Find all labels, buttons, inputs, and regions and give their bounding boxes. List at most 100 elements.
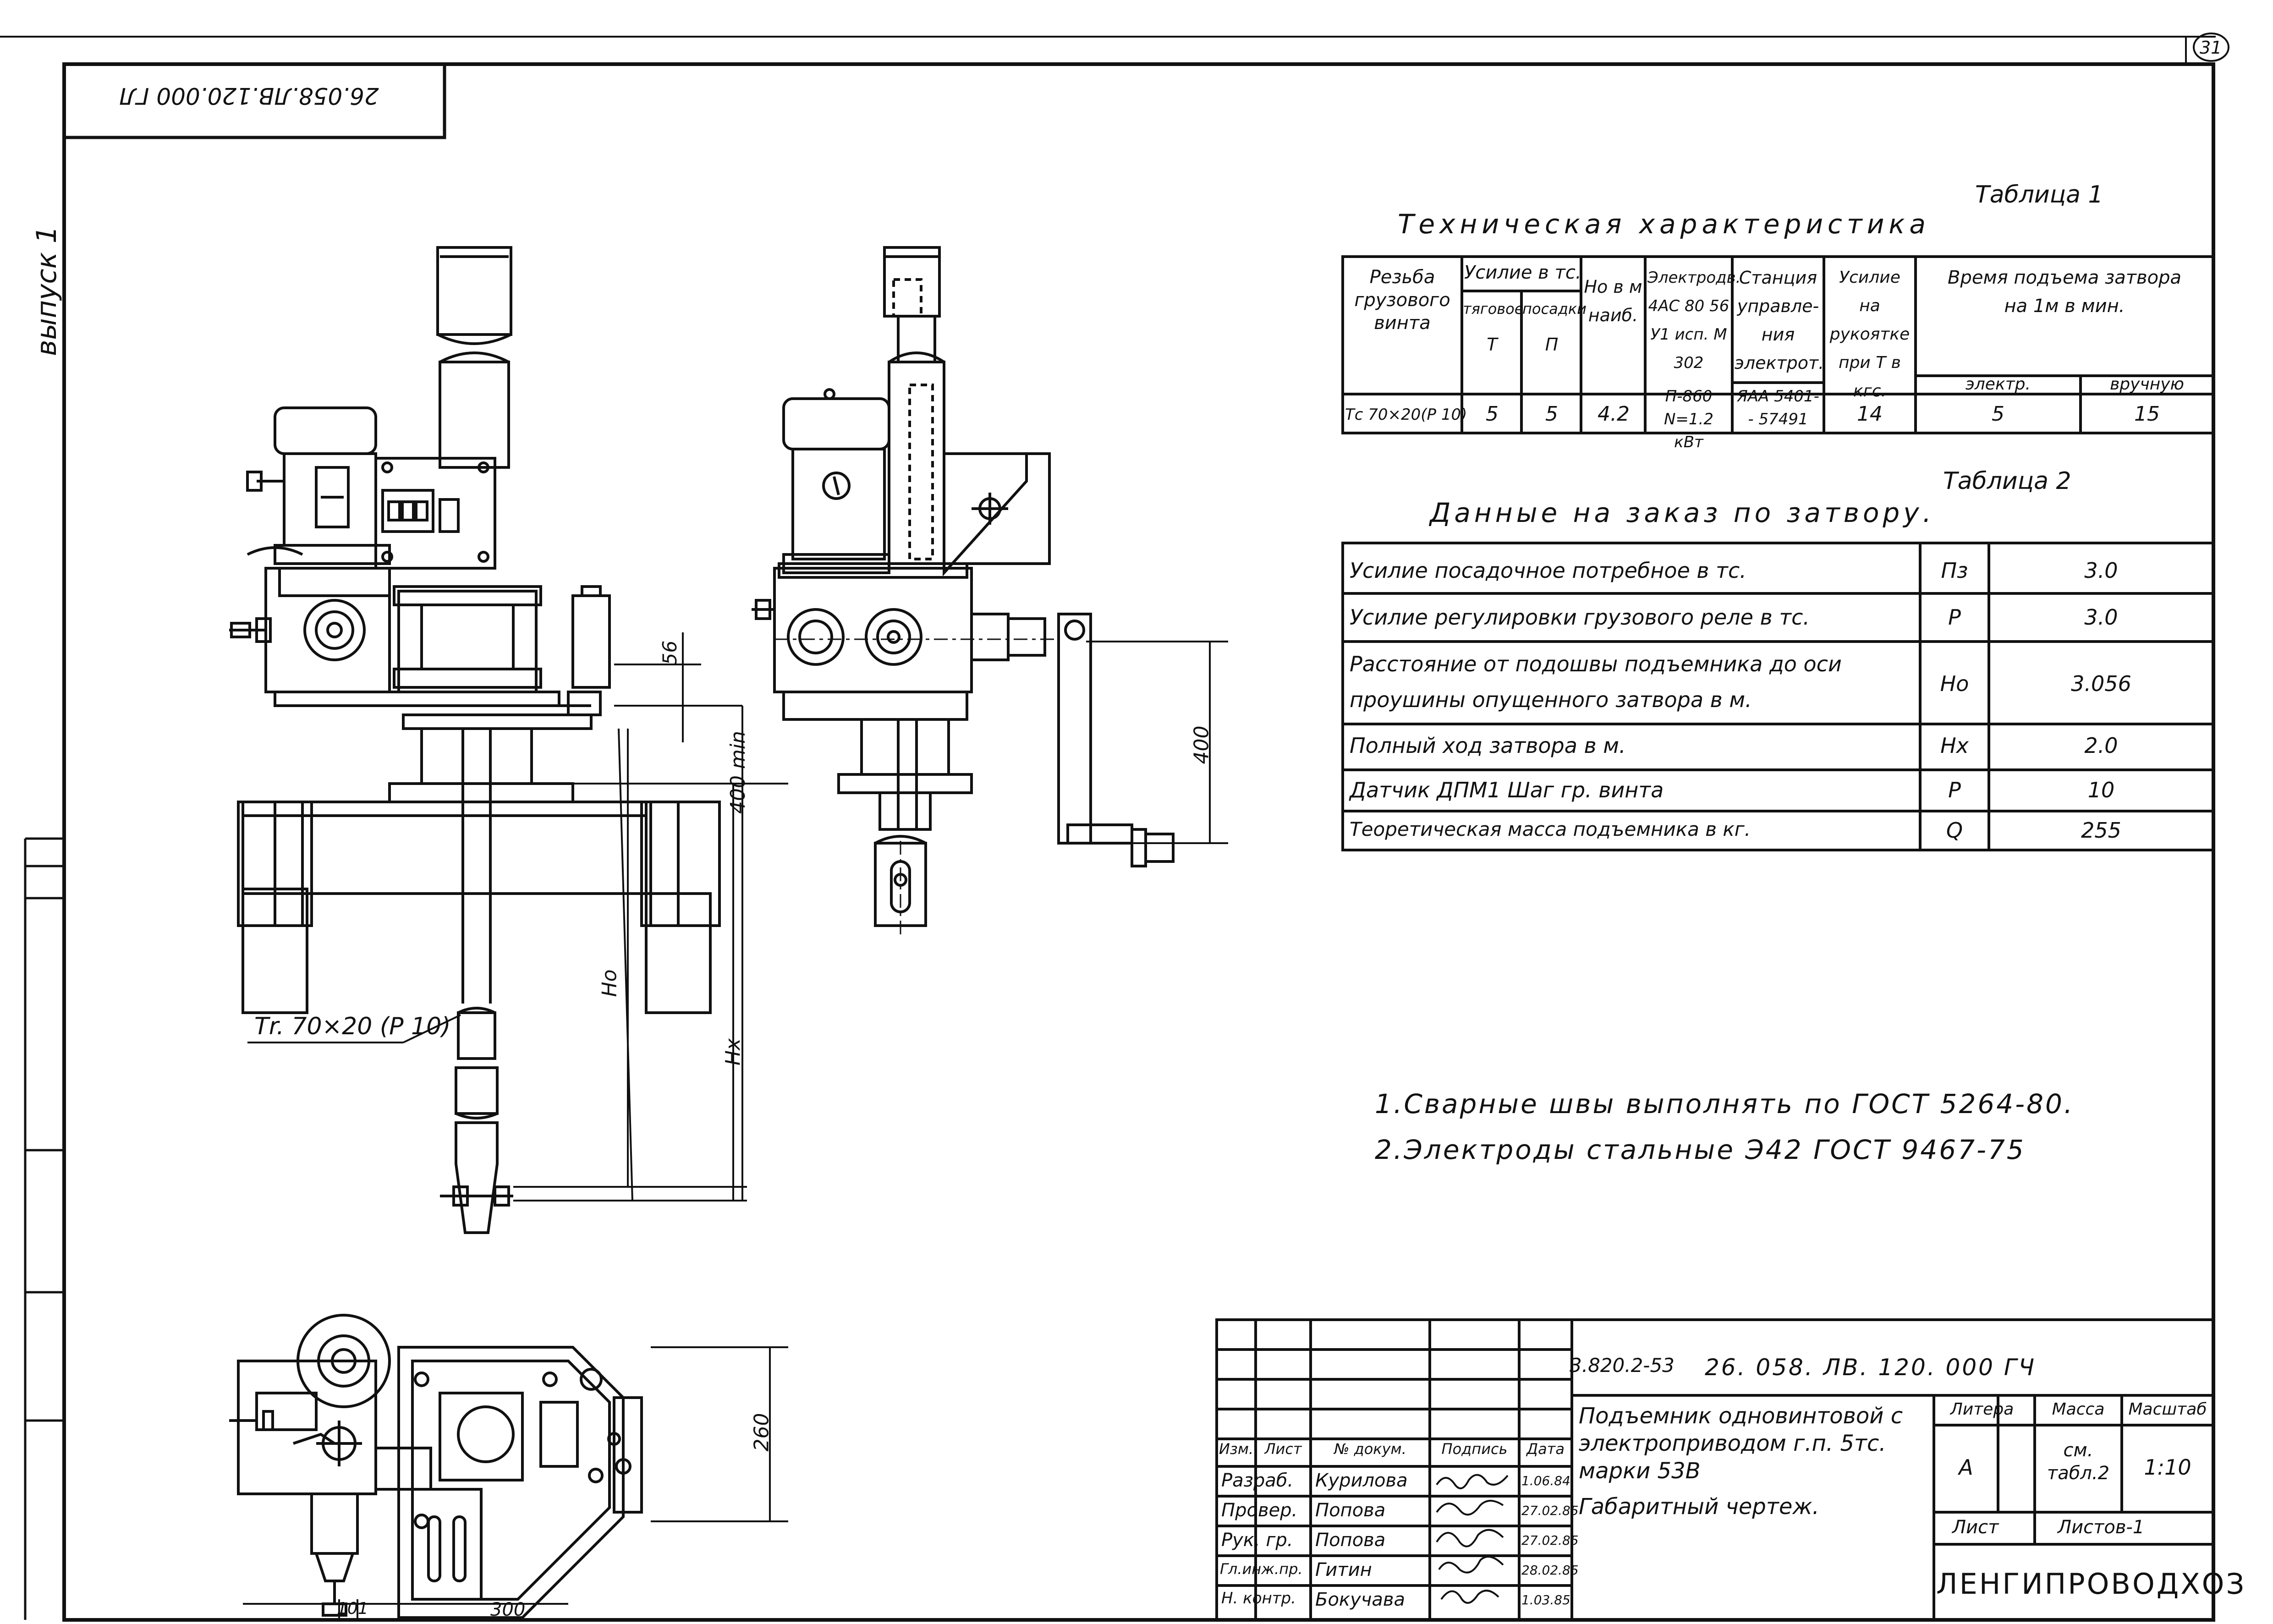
table1-cell-handle: 14 — [1857, 402, 1883, 426]
sig-header-doc: № докум. — [1334, 1440, 1406, 1458]
table1-cell-motor: П-860 N=1.2 кВт — [1664, 387, 1713, 451]
sig-role-3: Рук. гр. — [1221, 1530, 1293, 1551]
screw-thread-label: Тr. 70×20 (P 10) — [254, 1013, 451, 1040]
table2-row3-value: 3.056 — [2071, 671, 2131, 696]
sig-role-1: Разраб. — [1221, 1470, 1294, 1491]
dimension-ho: Hо — [598, 969, 621, 997]
dimension-400-min: 400 min — [726, 731, 750, 814]
table1-cell-seat: 5 — [1545, 402, 1558, 426]
table1-header-pull: тяговое — [1463, 300, 1524, 318]
sheets-label: Листов-1 — [2058, 1517, 2145, 1538]
sig-date-4: 28.02.85 — [1521, 1563, 1579, 1578]
table2-row2-sym: Р — [1948, 605, 1961, 630]
front-view-dimensions — [513, 632, 788, 1202]
page-number: 31 — [2200, 38, 2222, 58]
table2-row5-sym: Р — [1948, 778, 1961, 802]
table2-row2-value: 3.0 — [2084, 605, 2118, 630]
table1-header-handle: Усилие на рукоятке при Т в кгс. — [1829, 268, 1910, 401]
title-doc-type: Габаритный чертеж. — [1579, 1494, 1819, 1520]
table2-grid — [1341, 542, 2215, 851]
table2-row3-sym: Hо — [1940, 671, 1969, 696]
table1-header-time: Время подъема затвора на 1м в мин. — [1948, 267, 2181, 317]
sig-header-signature: Подпись — [1441, 1440, 1508, 1458]
table2-row2-label: Усилие регулировки грузового реле в тс. — [1350, 605, 1810, 630]
note-1: 1.Сварные швы выполнять по ГОСТ 5264-80. — [1375, 1088, 2075, 1119]
title-block-grid — [1215, 1318, 2215, 1621]
page-number-circle — [2193, 33, 2229, 62]
table2-row1-sym: Пз — [1941, 558, 1968, 583]
table1-header-motor: Электродв. 4АС 80 56 У1 исп. М 302 — [1647, 269, 1741, 372]
sig-date-3: 27.02.85 — [1521, 1533, 1579, 1548]
scale-value: 1:10 — [2144, 1455, 2191, 1480]
table2-row6-label: Теоретическая масса подъемника в кг. — [1350, 818, 1751, 840]
margin-ticks — [24, 837, 64, 1620]
table2-row3-label: Расстояние от подошвы подъемника до оси … — [1350, 652, 1842, 712]
side-view-dimensions — [1086, 641, 1228, 844]
table1-cell-time-el: 5 — [1992, 402, 2004, 426]
table1-header-time-hand: вручную — [2110, 375, 2184, 394]
table1-caption: Таблица 1 — [1975, 181, 2103, 208]
margin-label: выпуск 1 — [30, 226, 63, 356]
front-view — [229, 246, 721, 1234]
table2-row1-label: Усилие посадочное потребное в тс. — [1350, 558, 1746, 583]
sig-name-3: Попова — [1315, 1530, 1386, 1551]
table1-header-seat: посадки — [1522, 300, 1587, 318]
plan-view — [229, 1314, 643, 1619]
table2-row5-value: 10 — [2087, 778, 2115, 802]
sig-name-2: Попова — [1315, 1500, 1386, 1521]
title-code-main: 26. 058. ЛВ. 120. 000 ГЧ — [1705, 1354, 2037, 1381]
sig-date-1: 1.06.84 — [1521, 1473, 1570, 1488]
table1-cell-ho: 4.2 — [1598, 402, 1630, 426]
table1-cell-thread: Тс 70×20(Р 10) — [1345, 406, 1467, 424]
note-2: 2.Электроды стальные Э42 ГОСТ 9467-75 — [1375, 1134, 2026, 1165]
table1-header-time-el: электр. — [1966, 375, 2031, 394]
dimension-hx: Hх — [721, 1038, 745, 1066]
table2-row6-value: 255 — [2081, 818, 2121, 843]
table1-grid — [1341, 255, 2215, 434]
mass-label: Масса — [2052, 1400, 2105, 1419]
table1-header-thread: Резьба грузового винта — [1354, 267, 1450, 334]
side-view — [752, 246, 1175, 935]
table2-caption: Таблица 2 — [1943, 467, 2071, 495]
plan-view-dimensions — [338, 1346, 788, 1620]
sig-name-5: Бокучава — [1315, 1589, 1405, 1610]
mass-value: см. табл.2 — [2047, 1440, 2110, 1484]
sig-date-5: 1.03.85 — [1521, 1592, 1570, 1608]
table1-header-force: Усилие в тс. — [1464, 262, 1581, 283]
sig-name-1: Курилова — [1315, 1470, 1408, 1491]
dimension-260: 260 — [750, 1413, 774, 1452]
table2-row4-sym: Hх — [1940, 733, 1969, 758]
table1-cell-time-hand: 15 — [2134, 402, 2160, 426]
sig-role-5: Н. контр. — [1221, 1589, 1296, 1608]
top-stamp: 26.058.ЛВ.120.000 ГЛ — [119, 82, 379, 109]
table1-header-seat-sym: П — [1545, 335, 1559, 355]
table2-row4-value: 2.0 — [2084, 733, 2118, 758]
sig-role-4: Гл.инж.пр. — [1220, 1560, 1303, 1578]
litera-label: Литера — [1950, 1400, 2014, 1419]
organization-name: ЛЕНГИПРОВОДХОЗ — [1936, 1567, 2246, 1601]
table2-row6-sym: Q — [1946, 818, 1963, 843]
table2-row4-label: Полный ход затвора в м. — [1350, 733, 1626, 758]
table2-row1-value: 3.0 — [2084, 558, 2118, 583]
dimension-56: 56 — [659, 640, 681, 665]
title-code-left: 3.820.2-53 — [1570, 1354, 1675, 1377]
dimension-101: 101 — [337, 1599, 368, 1618]
sig-header-sheet: Лист — [1264, 1440, 1302, 1458]
table2-row5-label: Датчик ДПМ1 Шаг гр. винта — [1350, 778, 1664, 802]
sig-date-2: 27.02.85 — [1521, 1503, 1579, 1518]
table1-cell-pull: 5 — [1486, 402, 1499, 426]
sheet-label: Лист — [1952, 1517, 1999, 1538]
litera-value: А — [1959, 1455, 1973, 1480]
table1-header-station: Станция управле- ния электрот. — [1735, 268, 1824, 373]
table1-title: Техническая характеристика — [1398, 208, 1930, 240]
table2-title: Данные на заказ по затвору. — [1430, 497, 1935, 528]
top-stamp-box — [62, 62, 446, 139]
sig-role-2: Провер. — [1221, 1500, 1298, 1521]
table1-header-ho: Hо в м наиб. — [1584, 277, 1642, 325]
sig-header-date: Дата — [1526, 1440, 1565, 1458]
table1-cell-station: ЯАА 5401- - 57491 — [1737, 387, 1819, 428]
scale-label: Масштаб — [2128, 1400, 2207, 1419]
dimension-300: 300 — [490, 1599, 526, 1620]
